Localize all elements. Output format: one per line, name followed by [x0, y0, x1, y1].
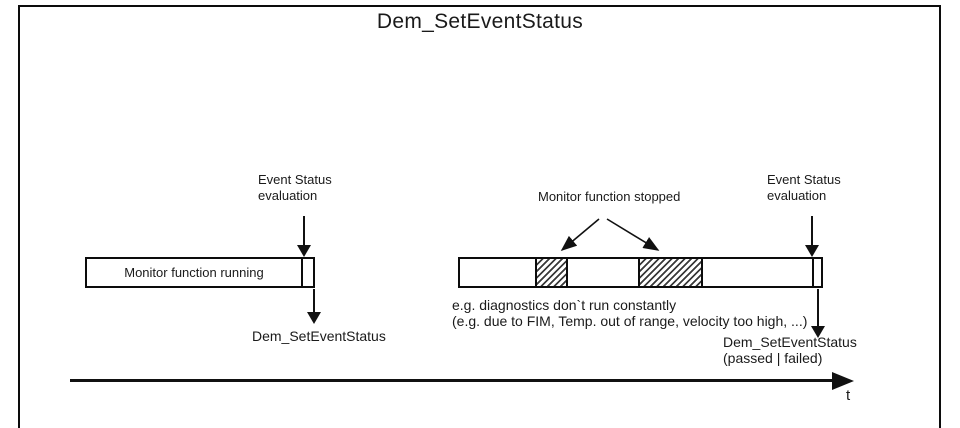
event-status-evaluation-label-left: Event Status evaluation — [258, 172, 332, 204]
time-axis-arrowhead-icon — [832, 372, 854, 390]
down-arrow-icon — [811, 326, 825, 338]
figure-frame — [18, 5, 941, 428]
down-arrow-line-right-eval — [811, 216, 813, 246]
event-status-evaluation-label-right: Event Status evaluation — [767, 172, 841, 204]
callout-line: Dem_SetEventStatus — [723, 334, 857, 350]
label-line: evaluation — [258, 188, 318, 203]
monitor-stopped-bar — [458, 257, 823, 288]
monitor-stopped-arrows-icon — [560, 218, 660, 252]
label-line: Event Status — [258, 172, 332, 187]
note-line: e.g. diagnostics don`t run constantly — [452, 297, 677, 313]
down-arrow-icon — [307, 312, 321, 324]
bar-end-slot-divider — [812, 259, 814, 286]
down-arrow-icon — [805, 245, 819, 257]
monitor-running-bar-label: Monitor function running — [124, 265, 264, 280]
down-arrow-line-left-eval — [303, 216, 305, 246]
time-axis-label: t — [846, 387, 851, 404]
monitor-stopped-label: Monitor function stopped — [538, 189, 681, 204]
time-axis-line — [70, 379, 833, 382]
diagram-title: Dem_SetEventStatus — [376, 10, 584, 33]
dem-seteventstatus-callout-left: Dem_SetEventStatus — [252, 328, 386, 344]
label-line: Event Status — [767, 172, 841, 187]
down-arrow-line-left-callout — [313, 289, 315, 314]
callout-line: (passed | failed) — [723, 350, 823, 366]
down-arrow-line-right-callout — [817, 289, 819, 327]
hatch-segment-2 — [638, 259, 703, 286]
label-line: evaluation — [767, 188, 827, 203]
hatch-segment-1 — [535, 259, 568, 286]
note-line: (e.g. due to FIM, Temp. out of range, ve… — [452, 313, 808, 329]
down-arrow-icon — [297, 245, 311, 257]
monitor-running-bar: Monitor function running — [85, 257, 315, 288]
dem-seteventstatus-callout-right: Dem_SetEventStatus (passed | failed) — [723, 334, 857, 366]
bar-end-slot-divider — [301, 259, 303, 286]
diagnostics-note: e.g. diagnostics don`t run constantly (e… — [452, 297, 807, 329]
